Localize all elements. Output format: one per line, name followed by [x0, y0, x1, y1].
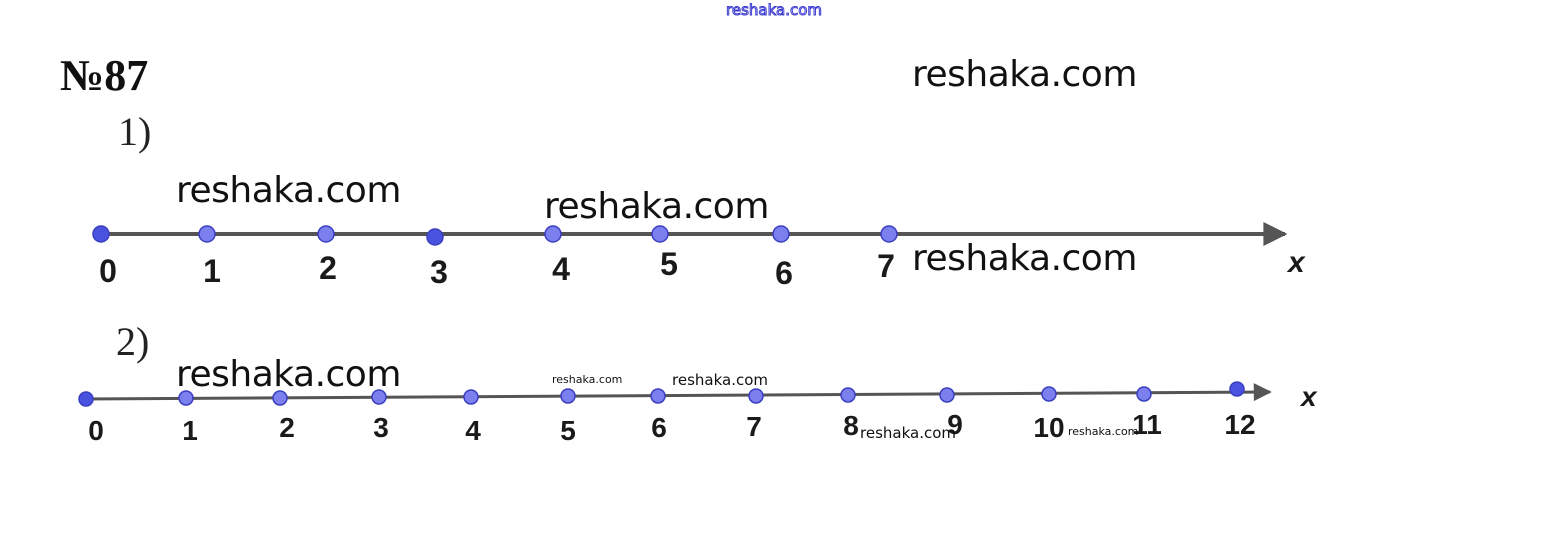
line-1-points: 0 1 2 3 4 5 6 7	[92, 225, 898, 291]
watermark: reshaka.com	[544, 186, 769, 227]
tick-label-3: 3	[373, 412, 389, 443]
watermark: reshaka.com	[912, 54, 1137, 95]
tick-label-5: 5	[660, 246, 678, 282]
watermark: reshaka.com	[1068, 425, 1139, 438]
watermark: reshaka.com	[912, 238, 1137, 279]
watermark: reshaka.com	[860, 424, 956, 442]
tick-label-2: 2	[319, 250, 337, 286]
point-5	[651, 225, 669, 243]
point-8	[840, 387, 856, 403]
tick-label-6: 6	[651, 412, 667, 443]
point-1	[178, 390, 194, 406]
tick-label-5: 5	[560, 415, 576, 446]
point-1	[198, 225, 216, 243]
point-6	[772, 225, 790, 243]
point-2	[317, 225, 335, 243]
tick-label-11: 11	[1132, 409, 1162, 440]
point-11	[1136, 386, 1152, 402]
tick-label-2: 2	[279, 412, 295, 443]
tick-label-1: 1	[182, 415, 198, 446]
tick-label-8: 8	[843, 410, 859, 441]
watermark: reshaka.com	[176, 354, 401, 395]
tick-label-6: 6	[775, 255, 793, 291]
point-3	[426, 228, 444, 246]
point-5	[560, 388, 576, 404]
point-10	[1041, 386, 1057, 402]
tick-label-3: 3	[430, 254, 448, 290]
axis-1-label: x	[1286, 246, 1306, 279]
tick-label-0: 0	[88, 415, 104, 446]
tick-label-12: 12	[1224, 409, 1255, 440]
tick-label-0: 0	[99, 253, 117, 289]
part-1-label: 1)	[118, 109, 152, 154]
watermark: reshaka.com	[552, 373, 623, 386]
point-4	[544, 225, 562, 243]
watermark: reshaka.com	[672, 371, 768, 389]
point-7	[748, 388, 764, 404]
point-0	[92, 225, 110, 243]
tick-label-7: 7	[746, 411, 762, 442]
tick-label-10: 10	[1033, 412, 1064, 443]
axis-2-label: x	[1299, 381, 1318, 412]
point-3	[371, 389, 387, 405]
top-watermark: reshaka.com	[726, 1, 823, 20]
tick-label-7: 7	[877, 248, 895, 284]
tick-label-4: 4	[465, 415, 481, 446]
problem-number: №87	[60, 51, 149, 100]
watermark: reshaka.com	[176, 170, 401, 211]
point-12	[1229, 381, 1245, 397]
tick-label-4: 4	[552, 251, 570, 287]
point-0	[78, 391, 94, 407]
tick-label-1: 1	[203, 253, 221, 289]
point-6	[650, 388, 666, 404]
point-9	[939, 387, 955, 403]
part-2-label: 2)	[116, 319, 150, 364]
point-7	[880, 225, 898, 243]
tick-label-9: 9	[947, 409, 963, 440]
point-2	[272, 390, 288, 406]
point-4	[463, 389, 479, 405]
